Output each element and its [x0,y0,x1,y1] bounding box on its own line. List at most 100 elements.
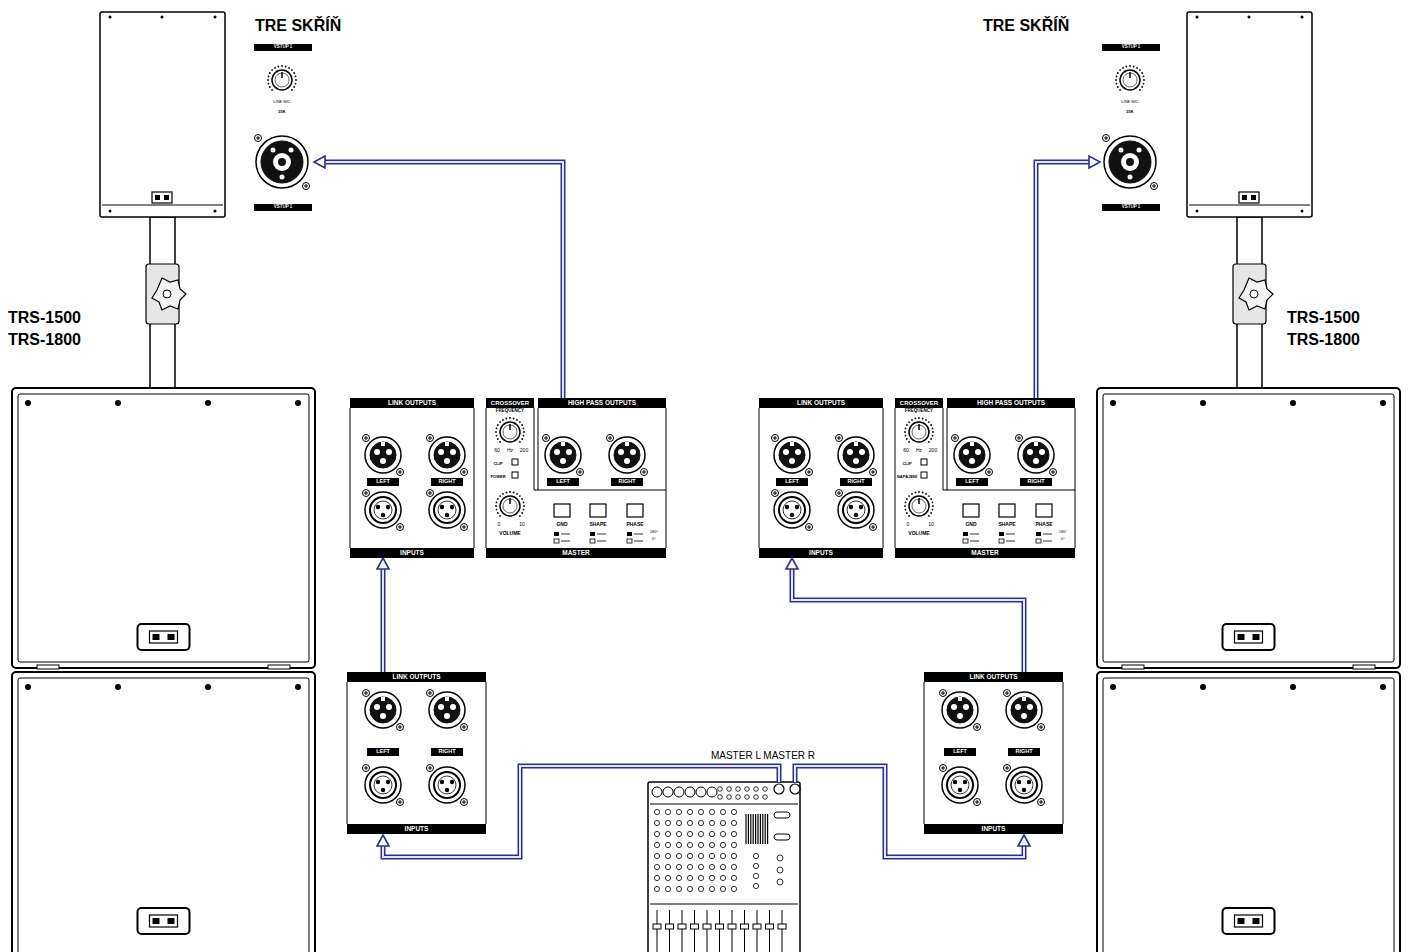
screw [772,435,779,442]
knob-tick [519,495,521,497]
subwoofer [12,672,315,952]
panel-text: 0° [652,537,656,541]
switch-icon [999,532,1004,536]
subwoofer-link-panel: LINK OUTPUTSLEFTRIGHTINPUTS [345,672,488,835]
jack-notch [381,442,385,446]
xlr-output-jack [952,435,993,476]
knob-tick [521,438,523,440]
screw [363,765,370,772]
jack-face [959,442,985,468]
brand-logo [152,192,172,203]
level-meter [762,814,763,844]
screw-cross [807,470,811,474]
screw-cross [398,470,402,474]
knob-tick [1133,66,1135,68]
screw-cross [608,436,612,440]
fader-cap [666,924,674,929]
mixer-button [774,834,790,840]
knob-tick [914,492,916,494]
push-button [627,504,643,517]
knob-tick [496,435,498,437]
panel-frame [538,408,539,490]
cable-inner [1036,162,1089,398]
panel-frame [486,682,487,824]
cable-inner [792,569,1024,672]
screw [427,690,434,697]
master-knob [753,853,758,858]
screw [303,183,310,190]
channel-knob [698,875,703,880]
jack-notch [1034,442,1038,446]
led [512,459,518,465]
cabinet-dot [161,16,164,19]
mixer-knob [652,787,662,797]
channel-knob [676,864,681,869]
screw-cross [1039,800,1043,804]
channel-knob [720,809,725,814]
jack-hole [386,780,390,784]
rotary-knob [495,417,525,443]
screw-head [836,490,843,497]
cable-inner [325,162,563,398]
master-knob [777,867,783,873]
fader-slot [782,910,783,952]
mixer-knob-small [727,787,732,792]
combo-jack-face [1109,141,1151,183]
knob-tick [513,418,515,420]
channel-knob [687,831,692,836]
knob-tick [1117,86,1119,88]
knob-tick [521,512,523,514]
screw-cross [773,436,777,440]
channel-knob [698,853,703,858]
panel-bar-label: LINK OUTPUTS [350,398,474,408]
knob-body [909,422,929,442]
jack-pin [630,449,636,455]
knob-tick [932,505,934,507]
knob-tick [497,438,499,440]
screw-head [1038,724,1045,731]
channel-knob [698,886,703,891]
channel-knob [654,831,659,836]
screw-cross [364,491,368,495]
channel-knob [731,864,736,869]
jack-ring [365,437,401,473]
channel-knob [709,842,714,847]
jack-hole [790,513,794,517]
screw [363,490,370,497]
screw [397,524,404,531]
subwoofer-front [18,678,309,952]
jack-face [438,776,456,794]
switch-icon [1006,534,1015,535]
combo-jack-pin [1119,148,1124,153]
screw-cross [987,470,991,474]
cabinet-dot [1301,210,1304,213]
knob-tick [928,515,930,517]
channel-knob [720,820,725,825]
screw-cross [1005,766,1009,770]
arrowheads [314,156,325,168]
screw-cross [1005,691,1009,695]
panel-text: 60 [494,448,500,453]
jack-pin [859,449,865,455]
push-button [999,504,1015,517]
screw [870,524,877,531]
channel-knob [709,886,714,891]
channel-knob [731,809,736,814]
panel-frame [666,408,667,548]
screw-cross [975,800,979,804]
fader-slot [719,910,720,952]
channel-knob [665,809,670,814]
jack-pin [386,449,392,455]
knob-tick [497,512,499,514]
jack-ring [774,437,810,473]
subwoofer-control-panel [350,408,666,548]
screw-head [806,524,813,531]
screw-head [1038,799,1045,806]
switch-icon [970,534,979,535]
master-knob [753,863,758,868]
channel-knob [665,842,670,847]
screw [1038,799,1045,806]
screw [363,690,370,697]
arrowhead [1018,835,1030,846]
screw-cross [1051,470,1055,474]
